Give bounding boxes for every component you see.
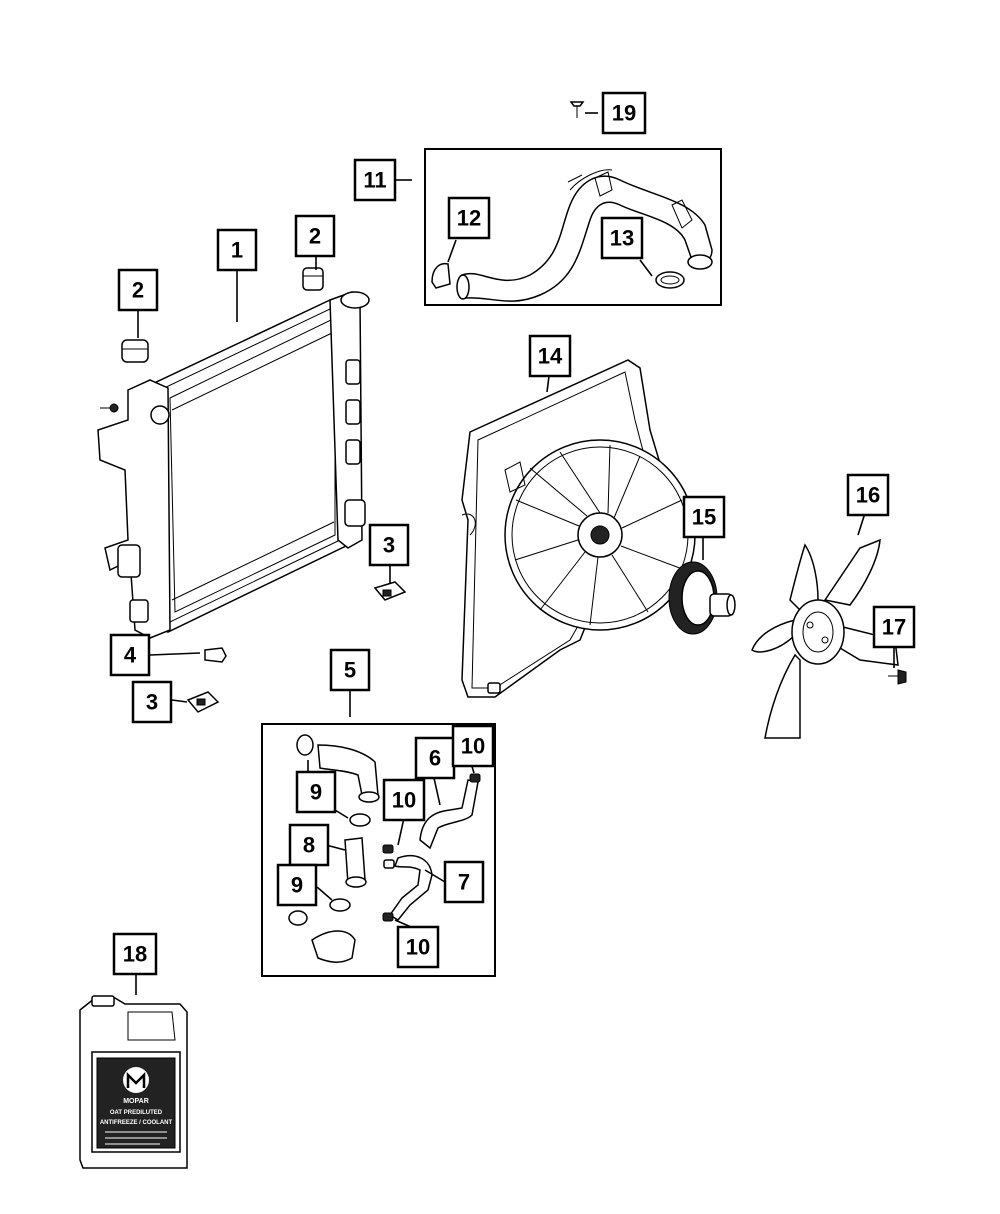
bolt-17 xyxy=(888,669,907,685)
callout-17: 17 xyxy=(872,605,916,649)
hose-clamp-12 xyxy=(431,262,451,289)
callout-2-top: 2 xyxy=(294,214,336,258)
group-box-upper-hose xyxy=(424,148,722,306)
callout-14: 14 xyxy=(528,334,572,378)
svg-text:16: 16 xyxy=(856,483,880,508)
clip-right xyxy=(373,581,407,601)
callout-10-c: 10 xyxy=(396,925,440,969)
fan-blade xyxy=(751,538,899,739)
jug-product-text: OAT PREDILUTED xyxy=(110,1110,163,1116)
svg-text:2: 2 xyxy=(309,224,321,249)
callout-15: 15 xyxy=(682,495,726,539)
callout-9-bottom: 9 xyxy=(276,863,318,907)
svg-text:9: 9 xyxy=(310,780,322,805)
callout-13: 13 xyxy=(600,216,644,260)
callout-12: 12 xyxy=(447,196,491,240)
svg-text:3: 3 xyxy=(146,690,158,715)
upper-radiator-hose xyxy=(456,169,713,302)
svg-text:3: 3 xyxy=(383,533,395,558)
group-box-hose-kit xyxy=(261,723,496,977)
svg-text:17: 17 xyxy=(882,615,906,640)
svg-text:7: 7 xyxy=(458,870,470,895)
svg-text:10: 10 xyxy=(461,734,485,759)
callout-10-a: 10 xyxy=(451,724,495,768)
svg-text:18: 18 xyxy=(123,942,147,967)
callout-18: 18 xyxy=(112,932,158,976)
svg-text:4: 4 xyxy=(124,643,137,668)
svg-text:1: 1 xyxy=(231,238,243,263)
svg-text:19: 19 xyxy=(612,101,636,126)
insulator-upper xyxy=(302,267,324,291)
svg-text:12: 12 xyxy=(457,206,481,231)
callout-9-top: 9 xyxy=(295,770,337,814)
svg-text:9: 9 xyxy=(291,873,303,898)
clip-bottom xyxy=(186,691,220,713)
callout-10-b: 10 xyxy=(382,778,426,822)
callout-11: 11 xyxy=(353,158,397,202)
callout-16: 16 xyxy=(846,473,890,517)
callout-7: 7 xyxy=(443,860,485,904)
svg-text:10: 10 xyxy=(392,788,416,813)
svg-text:5: 5 xyxy=(344,658,356,683)
radiator xyxy=(97,291,370,639)
callout-3-right: 3 xyxy=(368,523,410,567)
fan-shroud-assembly xyxy=(461,359,696,698)
callout-19: 19 xyxy=(601,91,647,135)
coolant-jug: MOPAR OAT PREDILUTED ANTIFREEZE / COOLAN… xyxy=(79,995,188,1169)
drain-plug xyxy=(204,647,227,663)
callout-5: 5 xyxy=(329,648,371,692)
svg-text:10: 10 xyxy=(406,935,430,960)
svg-text:14: 14 xyxy=(538,344,563,369)
insulator-lower xyxy=(121,339,149,363)
callout-4: 4 xyxy=(109,633,151,677)
callout-2-left: 2 xyxy=(117,268,159,312)
svg-text:11: 11 xyxy=(363,168,386,193)
hose-kit-parts xyxy=(288,734,481,963)
callout-3-bottom: 3 xyxy=(131,680,173,724)
callout-1: 1 xyxy=(216,228,258,272)
fan-clutch xyxy=(668,561,736,635)
svg-text:15: 15 xyxy=(692,505,716,530)
svg-text:2: 2 xyxy=(132,278,144,303)
callout-8: 8 xyxy=(288,823,330,867)
hose-clamp-13 xyxy=(655,271,685,289)
callout-6: 6 xyxy=(414,736,456,780)
svg-text:8: 8 xyxy=(303,833,315,858)
jug-brand-text: MOPAR xyxy=(123,1098,149,1105)
svg-text:6: 6 xyxy=(429,746,441,771)
svg-text:13: 13 xyxy=(610,226,634,251)
jug-type-text: ANTIFREEZE / COOLANT xyxy=(100,1120,173,1126)
screw-19 xyxy=(569,101,585,118)
